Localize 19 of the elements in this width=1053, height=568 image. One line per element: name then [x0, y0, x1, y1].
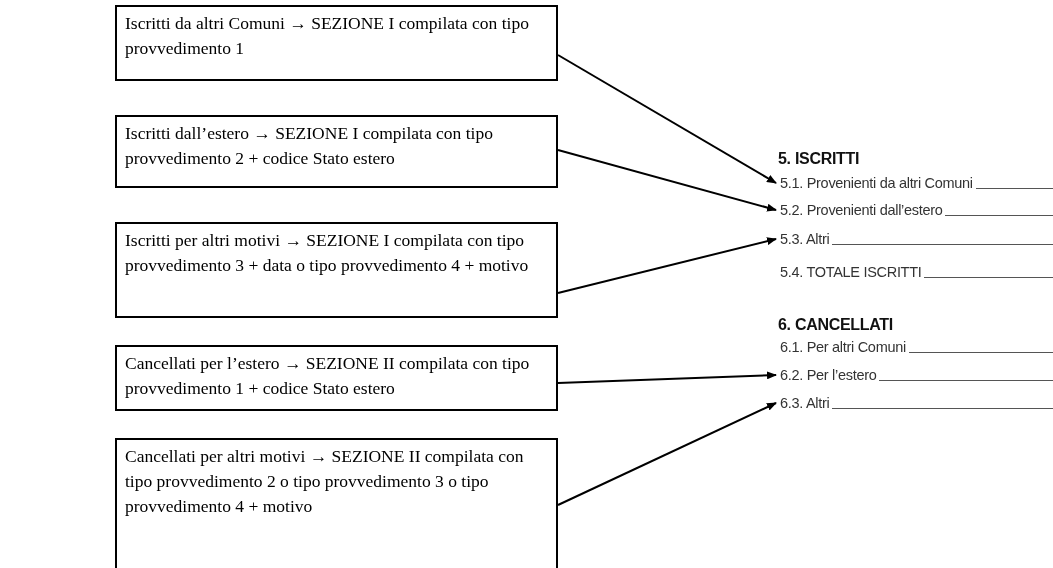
arrow — [557, 54, 777, 184]
form-item: 6.1. Per altri Comuni — [780, 338, 906, 356]
text-box: Iscritti dall’estero → SEZIONE I compilata con tipo provvedimento 2 + codice Stato estero — [115, 115, 558, 188]
text-box: Cancellati per altri motivi → SEZIONE II compilata con tipo provvedimento 2 o tipo provvedimento 3 o tipo provvedimento 4 + motivo — [115, 438, 558, 568]
form-item: 6.3. Altri — [780, 394, 830, 412]
arrow — [557, 371, 777, 384]
form-item: 5.2. Provenienti dall’estero — [780, 201, 943, 219]
form-item: 5.4. TOTALE ISCRITTI — [780, 263, 922, 281]
text-box: Iscritti da altri Comuni → SEZIONE I compilata con tipo provvedimento 1 — [115, 5, 558, 81]
form-item: 6.2. Per l’estero — [780, 366, 877, 384]
text-box: Iscritti per altri motivi → SEZIONE I compilata con tipo provvedimento 3 + data o tipo provvedimento 4 + motivo — [115, 222, 558, 318]
arrow — [557, 402, 777, 506]
form-item: 5.1. Provenienti da altri Comuni — [780, 174, 973, 192]
form-item: 5.3. Altri — [780, 230, 830, 248]
arrow — [557, 237, 777, 294]
section-heading: 5. ISCRITTI — [778, 150, 860, 168]
text-box: Cancellati per l’estero → SEZIONE II compilata con tipo provvedimento 1 + codice Stato estero — [115, 345, 558, 411]
arrow — [557, 149, 777, 212]
section-heading: 6. CANCELLATI — [778, 316, 893, 334]
